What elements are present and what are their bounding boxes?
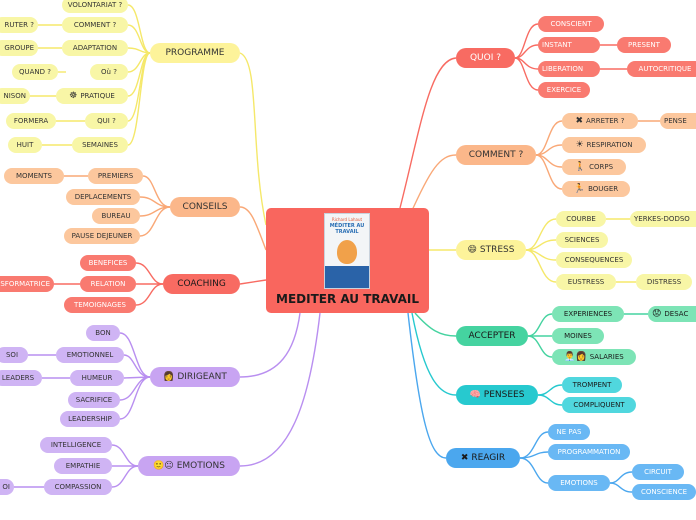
comment-item-1[interactable]: ✖ARRETER ? [562, 113, 638, 129]
book-author: Richard Lahaut [325, 217, 369, 222]
programme-sub-5[interactable]: FORMERA [6, 113, 56, 129]
programme-item-4[interactable]: Où ? [90, 64, 128, 80]
dirigeant-item-1[interactable]: BON [86, 325, 120, 341]
meditation-icon: ☸ [69, 91, 77, 101]
coaching-item-2[interactable]: RELATION [80, 276, 136, 292]
comment-item-3[interactable]: 🚶CORPS [562, 159, 626, 175]
conseils-item-3[interactable]: BUREAU [92, 208, 140, 224]
pensees-item-2[interactable]: COMPLIQUENT [562, 397, 636, 413]
conseils-sub-1[interactable]: MOMENTS [4, 168, 64, 184]
comment-item-2[interactable]: ☀RESPIRATION [562, 137, 646, 153]
branch-programme[interactable]: PROGRAMME [150, 43, 240, 63]
stress-item-4[interactable]: EUSTRESS [556, 274, 616, 290]
root-title: MEDITER AU TRAVAIL [266, 292, 429, 306]
branch-stress[interactable]: 😄STRESS [456, 240, 526, 260]
grinning-face-icon: 😄 [468, 245, 477, 255]
programme-item-1[interactable]: VOLONTARIAT ? [62, 0, 128, 13]
reagir-item-2[interactable]: PROGRAMMATION [548, 444, 630, 460]
smiley-faces-icon: 🙂😐 [153, 461, 174, 471]
branch-emotions[interactable]: 🙂😐EMOTIONS [138, 456, 240, 476]
conseils-item-1[interactable]: PREMIERS [88, 168, 143, 184]
brain-icon: 🧠 [470, 390, 481, 400]
accepter-item-3[interactable]: 👨‍💼👩SALARIES [552, 349, 636, 365]
running-person-icon: 🏃 [574, 184, 585, 194]
programme-sub-1[interactable]: RUTER ? [0, 17, 38, 33]
programme-sub-6[interactable]: HUIT [8, 137, 42, 153]
programme-sub-4[interactable]: NISON [0, 88, 30, 104]
person-icon: 👩 [163, 372, 174, 382]
quoi-sub-2[interactable]: AUTOCRITIQUE [627, 61, 696, 77]
dirigeant-item-2[interactable]: EMOTIONNEL [56, 347, 124, 363]
reagir-item-3[interactable]: EMOTIONS [548, 475, 610, 491]
reagir-item-1[interactable]: NE PAS [548, 424, 590, 440]
coaching-item-1[interactable]: BENEFICES [80, 255, 136, 271]
pensees-item-1[interactable]: TROMPENT [562, 377, 622, 393]
reagir-sub-1[interactable]: CIRCUIT [632, 464, 684, 480]
stress-item-3[interactable]: CONSEQUENCES [556, 252, 632, 268]
emotions-item-2[interactable]: EMPATHIE [54, 458, 112, 474]
people-icon: 👨‍💼👩 [564, 352, 586, 362]
accepter-item-2[interactable]: MOINES [552, 328, 604, 344]
branch-accepter[interactable]: ACCEPTER [456, 326, 528, 346]
comment-item-4[interactable]: 🏃BOUGER [562, 181, 630, 197]
standing-person-icon: 🚶 [575, 162, 586, 172]
branch-conseils[interactable]: CONSEILS [170, 197, 240, 217]
branch-reagir[interactable]: ✖REAGIR [446, 448, 520, 468]
accepter-sub-1[interactable]: 😟DESAC [648, 306, 696, 322]
conseils-item-2[interactable]: DEPLACEMENTS [66, 189, 140, 205]
stress-sub-1[interactable]: YERKES-DODSO [630, 211, 696, 227]
emotions-item-3[interactable]: COMPASSION [44, 479, 112, 495]
quoi-item-4[interactable]: EXERCICE [538, 82, 590, 98]
programme-sub-3[interactable]: QUAND ? [12, 64, 58, 80]
coaching-sub-1[interactable]: SFORMATRICE [0, 276, 54, 292]
branch-coaching[interactable]: COACHING [163, 274, 240, 294]
quoi-item-2[interactable]: INSTANT [538, 37, 600, 53]
branch-quoi[interactable]: QUOI ? [456, 48, 515, 68]
programme-item-2[interactable]: COMMENT ? [62, 17, 128, 33]
cross-icon: ✖ [461, 453, 469, 463]
programme-item-3[interactable]: ADAPTATION [62, 40, 128, 56]
accepter-item-1[interactable]: EXPERIENCES [552, 306, 624, 322]
quoi-sub-1[interactable]: PRESENT [617, 37, 671, 53]
stress-sub-2[interactable]: DISTRESS [636, 274, 692, 290]
dirigeant-item-4[interactable]: SACRIFICE [68, 392, 120, 408]
emotions-item-1[interactable]: INTELLIGENCE [40, 437, 112, 453]
book-title: MÉDITER AU TRAVAIL [325, 223, 369, 235]
quoi-item-3[interactable]: LIBERATION [538, 61, 600, 77]
stress-item-1[interactable]: COURBE [556, 211, 606, 227]
book-illustration [337, 240, 357, 264]
reagir-sub-2[interactable]: CONSCIENCE [632, 484, 696, 500]
programme-item-6[interactable]: QUI ? [85, 113, 128, 129]
dirigeant-item-3[interactable]: HUMEUR [70, 370, 124, 386]
programme-sub-2[interactable]: GROUPE [0, 40, 38, 56]
branch-comment[interactable]: COMMENT ? [456, 145, 536, 165]
quoi-item-1[interactable]: CONSCIENT [538, 16, 604, 32]
book-bottom-band [325, 266, 369, 288]
book-cover-image: Richard Lahaut MÉDITER AU TRAVAIL [324, 213, 370, 289]
stress-item-2[interactable]: SCIENCES [556, 232, 608, 248]
conseils-item-4[interactable]: PAUSE DEJEUNER [64, 228, 140, 244]
branch-pensees[interactable]: 🧠PENSEES [456, 385, 538, 405]
branch-dirigeant[interactable]: 👩DIRIGEANT [150, 367, 240, 387]
dirigeant-sub-1[interactable]: SOI [0, 347, 28, 363]
comment-sub-1[interactable]: PENSE [660, 113, 696, 129]
sun-icon: ☀ [575, 140, 583, 150]
programme-item-5[interactable]: ☸PRATIQUE [56, 88, 128, 104]
dirigeant-item-5[interactable]: LEADERSHIP [60, 411, 120, 427]
coaching-item-3[interactable]: TEMOIGNAGES [64, 297, 136, 313]
dirigeant-sub-2[interactable]: LEADERS [0, 370, 42, 386]
programme-item-7[interactable]: SEMAINES [72, 137, 128, 153]
worried-face-icon: 😟 [652, 309, 661, 319]
cross-icon: ✖ [576, 116, 584, 126]
